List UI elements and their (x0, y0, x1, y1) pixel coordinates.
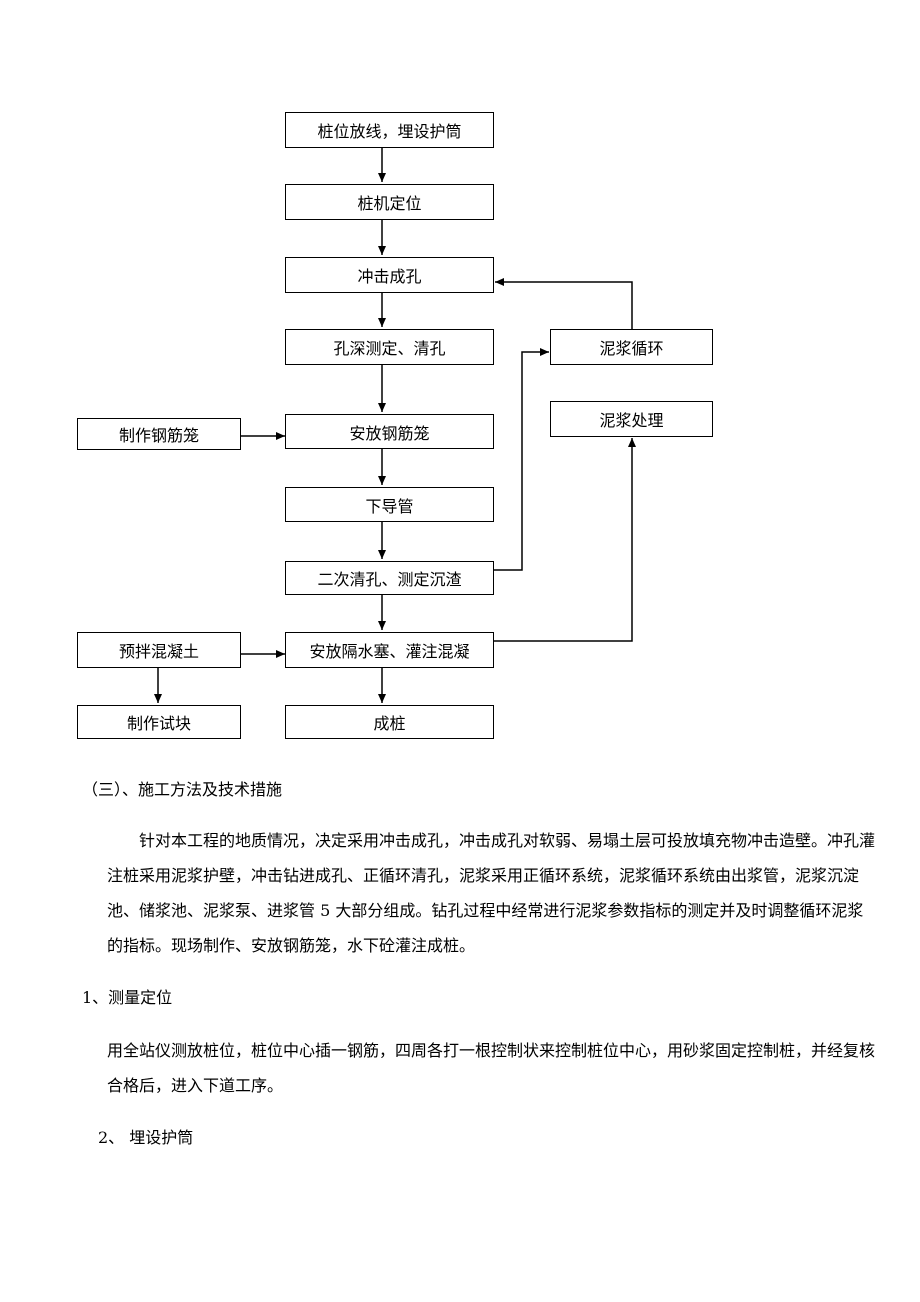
flow-box-impact-drilling: 冲击成孔 (285, 257, 494, 293)
flow-box-place-cage: 安放钢筋笼 (285, 414, 494, 449)
flow-box-ready-mix: 预拌混凝土 (77, 632, 241, 668)
paragraph-survey: 用全站仪测放桩位，桩位中心插一钢筋，四周各打一根控制状来控制桩位中心，用砂浆固定… (107, 1041, 876, 1095)
arrow-right1-b3 (495, 278, 633, 329)
arrow-b7-right1 (494, 348, 549, 571)
flow-box-pile-layout: 桩位放线，埋设护筒 (285, 112, 494, 148)
construction-flowchart (154, 148, 636, 703)
flow-box-pile-finished: 成桩 (285, 705, 494, 739)
flow-box-make-cage: 制作钢筋笼 (77, 418, 241, 450)
flow-box-mud-treatment: 泥浆处理 (550, 401, 713, 437)
paragraph-method: 针对本工程的地质情况，决定采用冲击成孔，冲击成孔对软弱、易塌土层可投放填充物冲击… (107, 823, 877, 963)
paragraph-method-text: 针对本工程的地质情况，决定采用冲击成孔，冲击成孔对软弱、易塌土层可投放填充物冲击… (107, 831, 876, 955)
flow-box-tremie: 下导管 (285, 487, 494, 522)
flow-box-depth-cleaning: 孔深测定、清孔 (285, 329, 494, 365)
arrow-b8-right2 (494, 438, 636, 642)
flow-box-second-cleaning: 二次清孔、测定沉渣 (285, 561, 494, 595)
subheading-casing: 2、 埋设护筒 (98, 1128, 194, 1147)
flow-box-mud-circulation: 泥浆循环 (550, 329, 713, 365)
subheading-survey: 1、测量定位 (82, 988, 173, 1007)
section-heading: （三）、施工方法及技术措施 (82, 780, 283, 799)
flow-box-test-block: 制作试块 (77, 705, 241, 739)
flow-box-rig-positioning: 桩机定位 (285, 184, 494, 220)
flow-box-pour-concrete: 安放隔水塞、灌注混凝 (285, 632, 494, 668)
